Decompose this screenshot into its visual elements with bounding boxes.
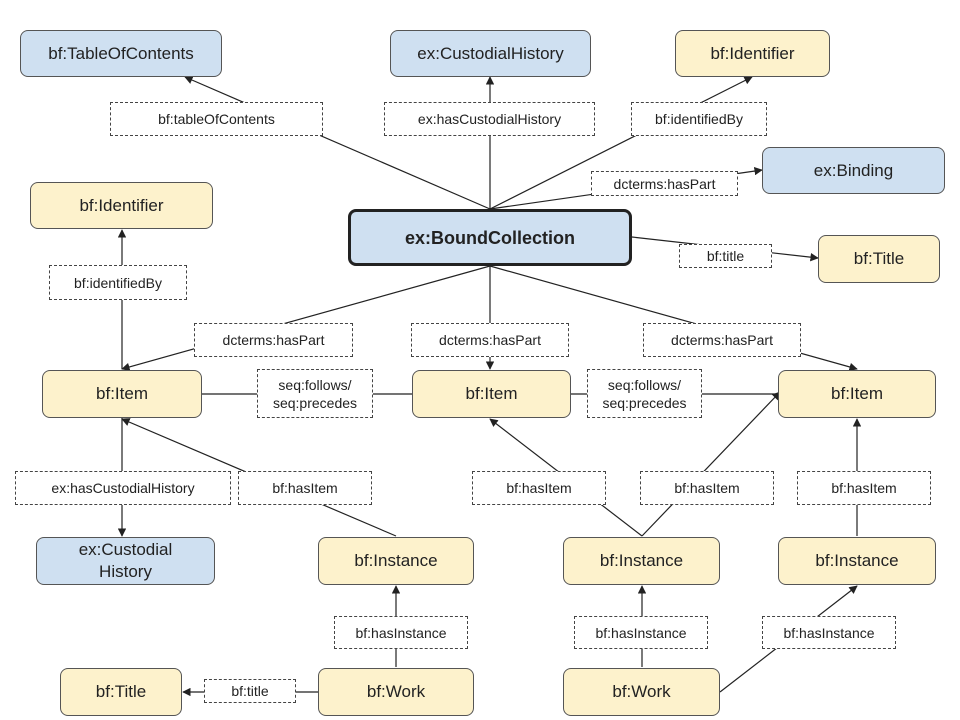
edge-label-has-item-left: bf:hasItem <box>238 471 372 505</box>
edge-label-has-instance-right: bf:hasInstance <box>762 616 896 649</box>
edge-label-title-right: bf:title <box>679 244 772 268</box>
node-instance-right: bf:Instance <box>778 537 936 585</box>
node-identifier-top: bf:Identifier <box>675 30 830 77</box>
edge-label-identified-by-left: bf:identifiedBy <box>49 265 187 300</box>
node-custodial-history-top: ex:CustodialHistory <box>390 30 591 77</box>
edge-label-has-custodial-history-left: ex:hasCustodialHistory <box>15 471 231 505</box>
edge-label-identified-by-top: bf:identifiedBy <box>631 102 767 136</box>
edge-label-has-part-left: dcterms:hasPart <box>194 323 353 357</box>
node-instance-mid: bf:Instance <box>563 537 720 585</box>
edge-identifier-top <box>489 76 753 210</box>
edge-label-has-part-right: dcterms:hasPart <box>643 323 801 357</box>
node-table-of-contents: bf:TableOfContents <box>20 30 222 77</box>
edge-label-has-part-binding: dcterms:hasPart <box>591 171 738 196</box>
edge-haspart-left <box>121 265 491 372</box>
node-binding: ex:Binding <box>762 147 945 194</box>
node-bound-collection: ex:BoundCollection <box>348 209 632 266</box>
node-custodial-history-left: ex:Custodial History <box>36 537 215 585</box>
node-item-mid: bf:Item <box>412 370 571 418</box>
node-work-right: bf:Work <box>563 668 720 716</box>
edge-hasitem-mid2 <box>641 391 781 537</box>
edge-toc <box>184 76 491 210</box>
node-title-right: bf:Title <box>818 235 940 283</box>
edge-label-sequence-right: seq:follows/ seq:precedes <box>587 369 702 418</box>
node-identifier-left: bf:Identifier <box>30 182 213 229</box>
edge-label-has-instance-left: bf:hasInstance <box>334 616 468 649</box>
edge-label-table-of-contents: bf:tableOfContents <box>110 102 323 136</box>
node-title-bottom: bf:Title <box>60 668 182 716</box>
edge-label-sequence-left: seq:follows/ seq:precedes <box>257 369 373 418</box>
edge-label-has-item-right: bf:hasItem <box>797 471 931 505</box>
edge-label-has-item-mid-1: bf:hasItem <box>472 471 606 505</box>
edge-label-has-part-mid: dcterms:hasPart <box>411 323 569 357</box>
node-instance-left: bf:Instance <box>318 537 474 585</box>
node-item-left: bf:Item <box>42 370 202 418</box>
edge-label-has-item-mid-2: bf:hasItem <box>640 471 774 505</box>
edge-label-has-custodial-history-top: ex:hasCustodialHistory <box>384 102 595 136</box>
edge-label-title-bottom: bf:title <box>204 679 296 703</box>
node-work-left: bf:Work <box>318 668 474 716</box>
edge-label-has-instance-mid: bf:hasInstance <box>574 616 708 649</box>
node-item-right: bf:Item <box>778 370 936 418</box>
